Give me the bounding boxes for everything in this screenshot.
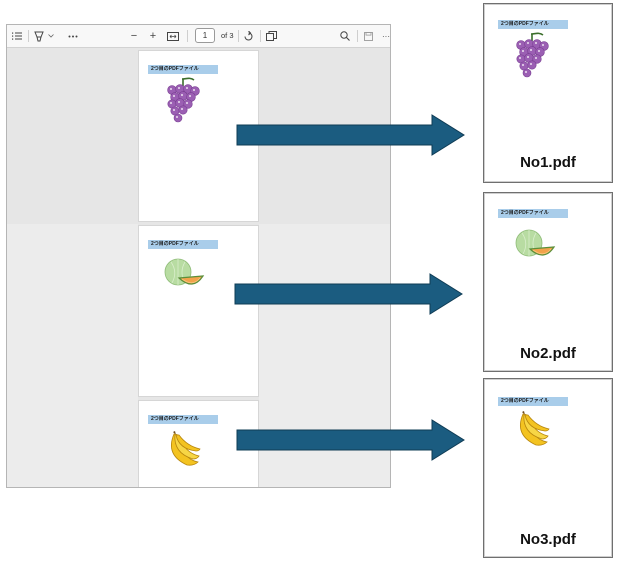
page-total-label: of 3 xyxy=(221,31,234,40)
grapes-icon xyxy=(516,32,549,78)
split-arrow-2 xyxy=(234,273,463,315)
split-arrow-1 xyxy=(236,114,465,156)
highlighter-icon[interactable] xyxy=(33,25,45,47)
zoom-in-button[interactable]: + xyxy=(149,30,157,42)
page-label: 2つ目のPDFファイル xyxy=(498,209,568,218)
zoom-out-button[interactable]: − xyxy=(130,30,138,42)
output-page-no3: 2つ目のPDFファイル No3.pdf xyxy=(483,378,613,558)
banana-icon xyxy=(520,411,550,446)
grapes-icon xyxy=(167,77,200,123)
viewer-page-2[interactable]: 2つ目のPDFファイル xyxy=(138,225,259,397)
banana-icon xyxy=(171,431,201,466)
fit-width-icon[interactable] xyxy=(166,25,180,47)
melon-icon xyxy=(164,258,205,286)
melon-icon xyxy=(515,229,556,257)
chevron-down-icon[interactable] xyxy=(47,25,55,47)
rotate-icon[interactable] xyxy=(241,25,255,47)
output-filename: No2.pdf xyxy=(520,345,576,362)
page-label: 2つ目のPDFファイル xyxy=(148,65,218,74)
output-page-no1: 2つ目のPDFファイル No1.pdf xyxy=(483,3,613,183)
page-label: 2つ目のPDFファイル xyxy=(498,20,568,29)
page-label: 2つ目のPDFファイル xyxy=(148,415,218,424)
search-icon[interactable] xyxy=(338,25,352,47)
output-filename: No1.pdf xyxy=(520,154,576,171)
overflow-menu-button[interactable]: ··· xyxy=(382,31,390,41)
viewer-page-1[interactable]: 2つ目のPDFファイル xyxy=(138,50,259,222)
save-icon[interactable] xyxy=(362,25,375,47)
viewer-toolbar: − + 1 of 3 ··· xyxy=(7,25,390,48)
page-label: 2つ目のPDFファイル xyxy=(148,240,218,249)
output-filename: No3.pdf xyxy=(520,531,576,548)
viewer-side-region xyxy=(7,224,138,487)
more-horizontal-icon[interactable] xyxy=(67,25,79,47)
split-arrow-3 xyxy=(236,419,465,461)
list-icon[interactable] xyxy=(10,25,24,47)
output-page-no2: 2つ目のPDFファイル No2.pdf xyxy=(483,192,613,372)
page-number-input[interactable]: 1 xyxy=(195,28,215,43)
page-label: 2つ目のPDFファイル xyxy=(498,397,568,406)
page-view-icon[interactable] xyxy=(264,25,278,47)
